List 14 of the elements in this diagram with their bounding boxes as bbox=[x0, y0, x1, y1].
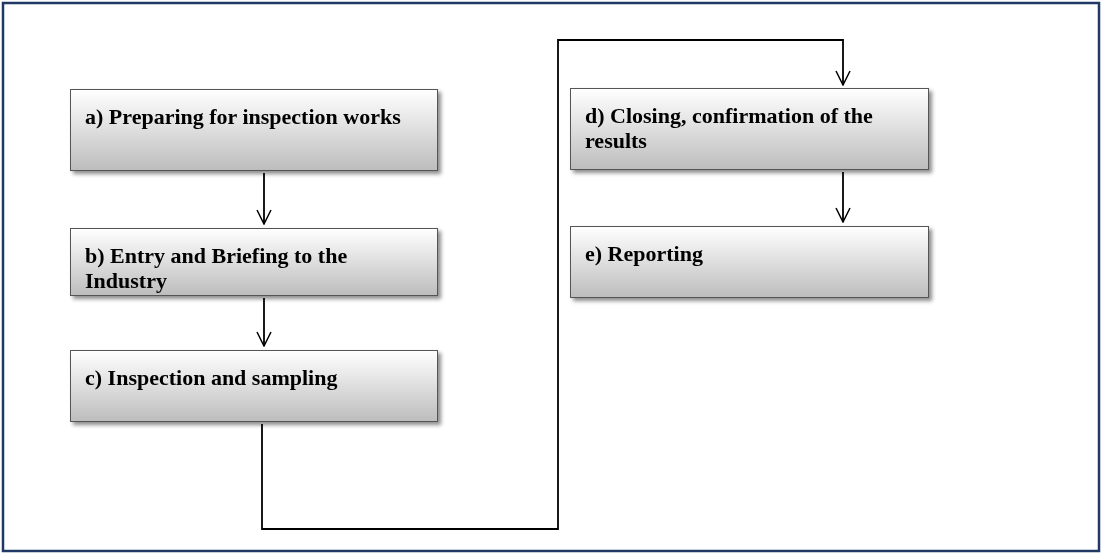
arrow bbox=[256, 297, 272, 347]
arrow bbox=[256, 172, 272, 225]
step-label: a) Preparing for inspection works bbox=[85, 104, 401, 129]
process-box bbox=[70, 350, 438, 422]
step-label: c) Inspection and sampling bbox=[85, 365, 338, 390]
step-label: e) Reporting bbox=[585, 241, 703, 266]
process-box bbox=[70, 228, 438, 296]
step-label: d) Closing, confirmation of the results bbox=[585, 103, 873, 153]
process-box bbox=[570, 226, 929, 298]
step-label: b) Entry and Briefing to the Industry bbox=[85, 243, 348, 293]
arrow bbox=[835, 171, 851, 223]
process-box bbox=[70, 89, 438, 171]
arrow bbox=[261, 39, 851, 530]
process-box bbox=[570, 88, 929, 170]
